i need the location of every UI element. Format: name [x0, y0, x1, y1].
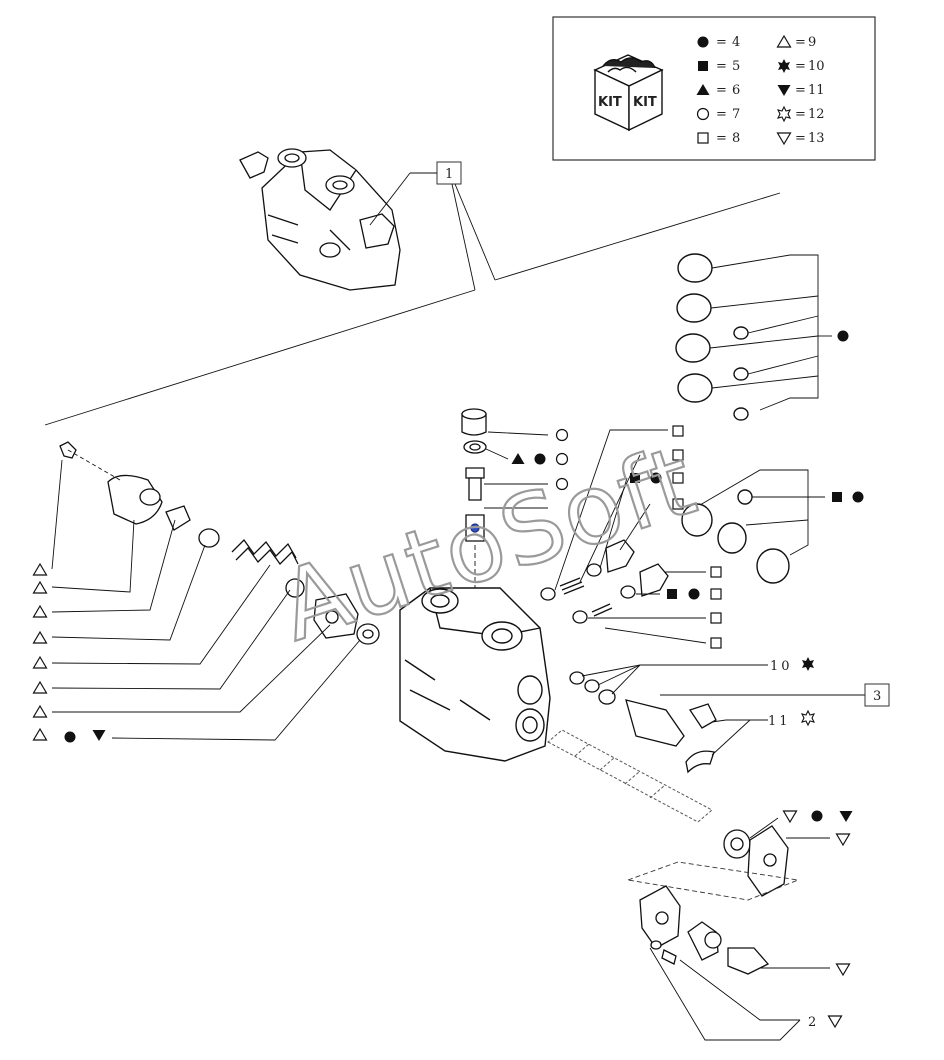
legend-item-10: = 10 [778, 59, 825, 74]
hollow-triangle-icon [32, 563, 48, 576]
kit-box-icon [593, 54, 664, 132]
legend-item-4: = 4 [697, 35, 740, 50]
legend-equals: = [795, 59, 806, 74]
hollow-square-icon [710, 612, 722, 624]
callout-10-label: 10 [770, 659, 793, 674]
legend-item-11: = 11 [777, 83, 825, 98]
legend-value: 4 [732, 35, 740, 50]
valve-body [399, 587, 551, 762]
filled-square-icon [698, 61, 708, 71]
legend-item-13: = 13 [776, 131, 825, 146]
filled-circle-icon [852, 491, 864, 503]
top-plug-leaders [484, 431, 549, 509]
hollow-down-triangle-icon [827, 1015, 843, 1028]
hollow-down-triangle-icon [782, 810, 798, 823]
callout-2-label: 2 [808, 1015, 816, 1030]
legend-equals: = [716, 83, 727, 98]
legend-equals: = [795, 131, 806, 146]
detent-parts [569, 671, 717, 774]
kit-label-left: KIT [598, 95, 622, 110]
callout-3-label: 3 [873, 689, 881, 704]
hollow-down-triangle-icon [835, 963, 851, 976]
legend-value: 10 [808, 59, 825, 74]
hollow-triangle-icon [32, 681, 48, 694]
callout-3: 3 [864, 683, 890, 707]
o-ring-leader-lines [709, 254, 832, 411]
filled-circle-icon [837, 330, 849, 342]
assembled-valve-drawing [239, 148, 401, 291]
legend-value: 6 [732, 83, 740, 98]
filled-square-icon [667, 589, 677, 599]
hollow-triangle-icon [32, 656, 48, 669]
legend-equals: = [795, 35, 806, 50]
callout-1: 1 [369, 161, 496, 291]
hollow-triangle-icon [32, 728, 48, 741]
spool-end-cover [723, 825, 789, 897]
spool-end-leaders [749, 817, 830, 839]
legend-item-6: = 6 [696, 83, 740, 98]
hollow-star-icon [801, 710, 815, 726]
legend-item-5: = 5 [698, 59, 740, 74]
filled-square-icon [832, 492, 842, 502]
filled-circle-icon [697, 36, 709, 48]
filled-star-icon [802, 657, 814, 671]
filled-circle-icon [811, 810, 823, 822]
legend-value: 5 [732, 59, 740, 74]
spool-ghost [547, 729, 713, 823]
callout-11-label: 11 [768, 714, 791, 729]
spool-end-parts [59, 441, 380, 645]
callout-1-label: 1 [445, 167, 453, 182]
legend-item-9: = 9 [776, 35, 816, 50]
legend-item-7: = 7 [696, 107, 740, 122]
legend-equals: = [716, 59, 727, 74]
filled-circle-icon [534, 453, 546, 465]
kit-legend: KIT KIT = 4 = 5 = 6 = 7 = 8 [552, 16, 876, 161]
legend-value: 7 [732, 107, 740, 122]
hollow-down-triangle-icon [835, 833, 851, 846]
top-plug-stack [461, 408, 487, 542]
spool-end-callouts [51, 459, 361, 741]
legend-value: 13 [808, 131, 825, 146]
lower-cover-group [627, 861, 830, 1041]
filled-circle-icon [64, 731, 76, 743]
hollow-triangle-icon [32, 631, 48, 644]
legend-item-8: = 8 [697, 131, 740, 146]
legend-item-12: = 12 [777, 106, 825, 122]
legend-equals: = [795, 107, 806, 122]
legend-equals: = [716, 107, 727, 122]
hollow-square-icon [710, 566, 722, 578]
filled-triangle-icon [511, 453, 525, 464]
legend-equals: = [716, 35, 727, 50]
legend-value: 11 [808, 83, 825, 98]
legend-equals: = [795, 83, 806, 98]
legend-value: 12 [808, 107, 825, 122]
filled-circle-icon [688, 588, 700, 600]
kit-label-right: KIT [633, 95, 657, 110]
hollow-triangle-icon [32, 705, 48, 718]
o-ring-set-upper [675, 253, 749, 421]
detent-callout-lines [581, 664, 865, 756]
legend-equals: = [716, 131, 727, 146]
o-ring-lower-leaders [699, 469, 825, 556]
relief-valve-parts [540, 539, 669, 624]
o-ring-set-lower [681, 489, 790, 584]
hollow-square-icon [710, 637, 722, 649]
legend-value: 8 [732, 131, 740, 146]
hollow-triangle-icon [32, 605, 48, 618]
hollow-triangle-icon [32, 581, 48, 594]
assembly-axis [67, 449, 121, 481]
hollow-circle-icon [555, 428, 569, 442]
filled-down-triangle-icon [839, 811, 853, 822]
filled-down-triangle-icon [92, 730, 106, 741]
hollow-square-icon [710, 588, 722, 600]
legend-value: 9 [808, 35, 816, 50]
assembly-boundary-lines [44, 192, 781, 426]
